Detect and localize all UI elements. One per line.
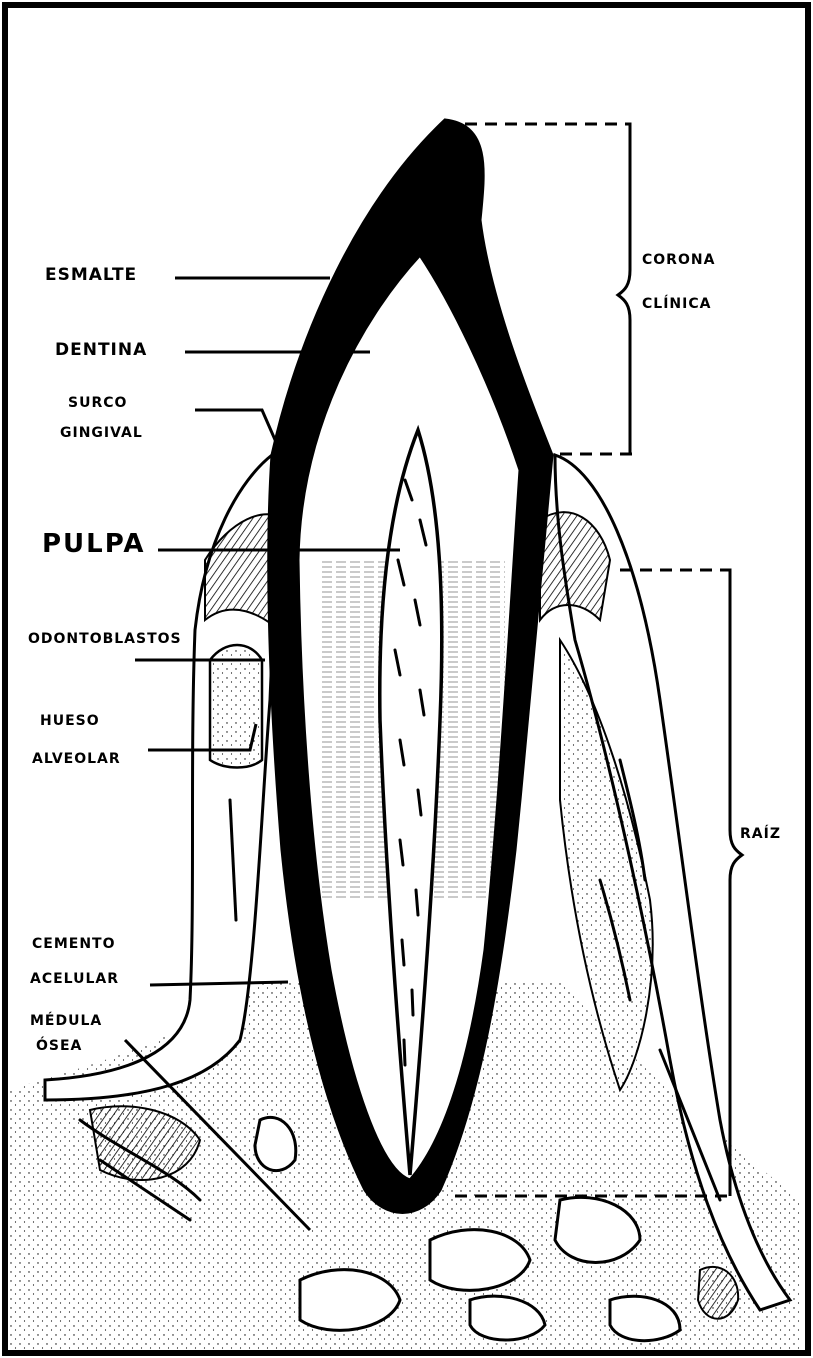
label-dentina: DENTINA bbox=[55, 340, 147, 360]
label-cemento-2: ACELULAR bbox=[30, 971, 119, 987]
label-surco-1: SURCO bbox=[68, 395, 127, 411]
label-corona-2: CLÍNICA bbox=[642, 295, 711, 312]
label-hueso-1: HUESO bbox=[40, 713, 100, 729]
label-cemento-1: CEMENTO bbox=[32, 936, 116, 952]
label-surco-2: GINGIVAL bbox=[60, 425, 143, 441]
label-raiz: RAÍZ bbox=[740, 825, 781, 842]
label-odontoblastos: ODONTOBLASTOS bbox=[28, 631, 182, 647]
label-esmalte: ESMALTE bbox=[45, 265, 137, 285]
label-corona-1: CORONA bbox=[642, 252, 715, 268]
label-hueso-2: ALVEOLAR bbox=[32, 751, 121, 767]
label-pulpa: PULPA bbox=[42, 529, 146, 559]
label-medula-2: ÓSEA bbox=[36, 1036, 82, 1054]
label-medula-1: MÉDULA bbox=[30, 1012, 102, 1029]
